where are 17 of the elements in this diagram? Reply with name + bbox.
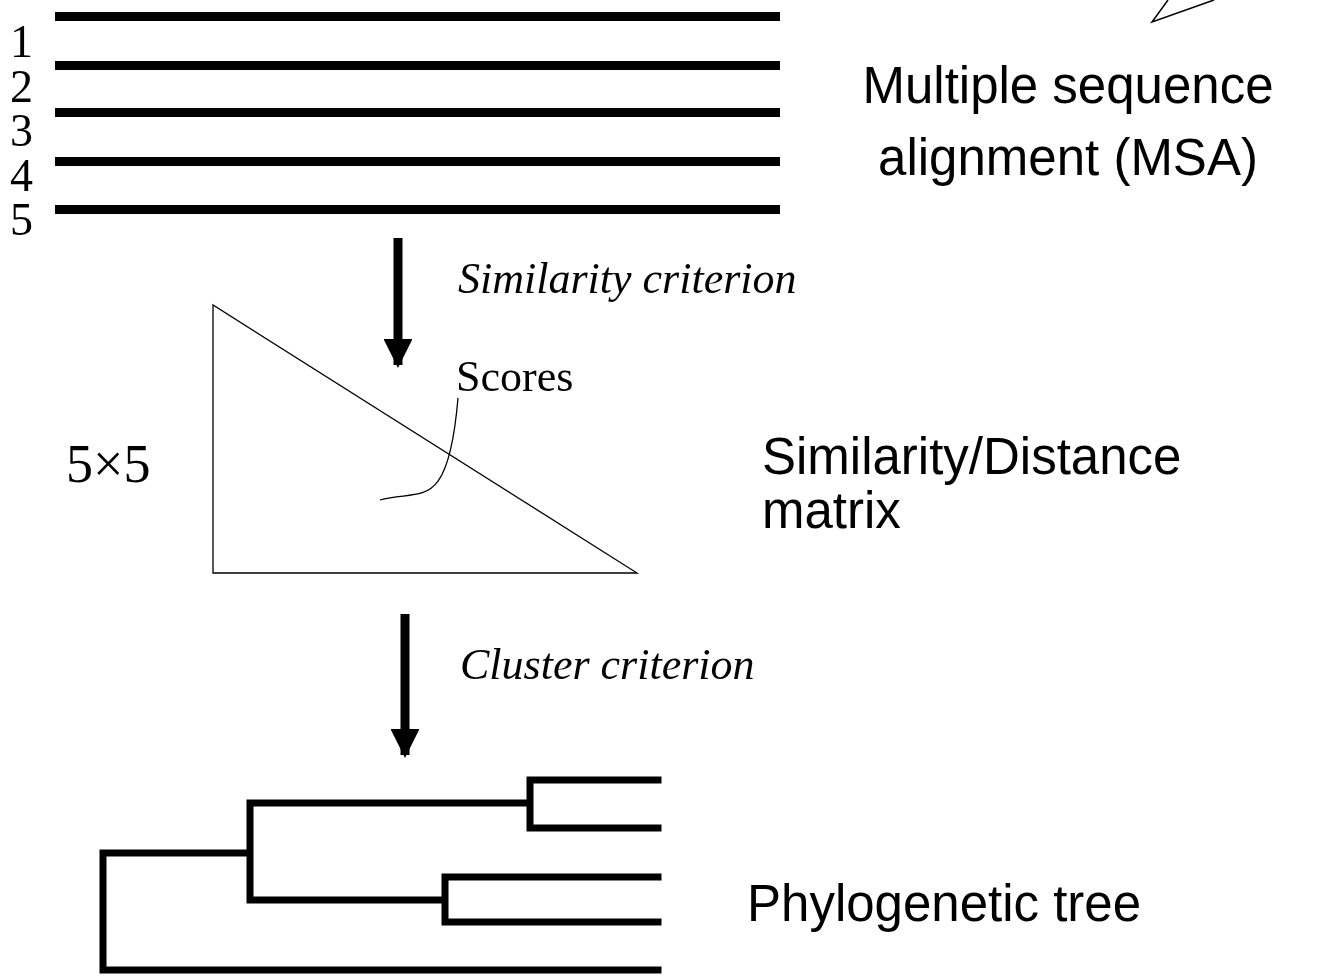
triangular-matrix-drawing <box>212 304 638 574</box>
sequence-number: 2 <box>10 64 34 109</box>
phylogenetic-tree-drawing <box>98 775 660 974</box>
dimension-note: 5×5 <box>66 433 152 496</box>
panel-caption: Phylogenetic tree <box>747 874 1143 934</box>
sequence-number: 3 <box>10 109 34 153</box>
edge-label: Cluster criterion <box>460 640 755 690</box>
arrow <box>383 238 413 368</box>
arrow <box>390 614 420 758</box>
panel-caption: Multiple sequence alignment (MSA) <box>861 56 1275 188</box>
callout-label: Scores <box>456 352 606 402</box>
edge-label: Similarity criterion <box>458 254 797 304</box>
leader-line <box>379 397 459 501</box>
sequence-number: 4 <box>10 153 34 198</box>
sequence-number: 1 <box>10 20 34 64</box>
sequence-number: 5 <box>10 198 34 242</box>
panel-caption: Similarity/Distance matrix <box>762 430 1183 538</box>
